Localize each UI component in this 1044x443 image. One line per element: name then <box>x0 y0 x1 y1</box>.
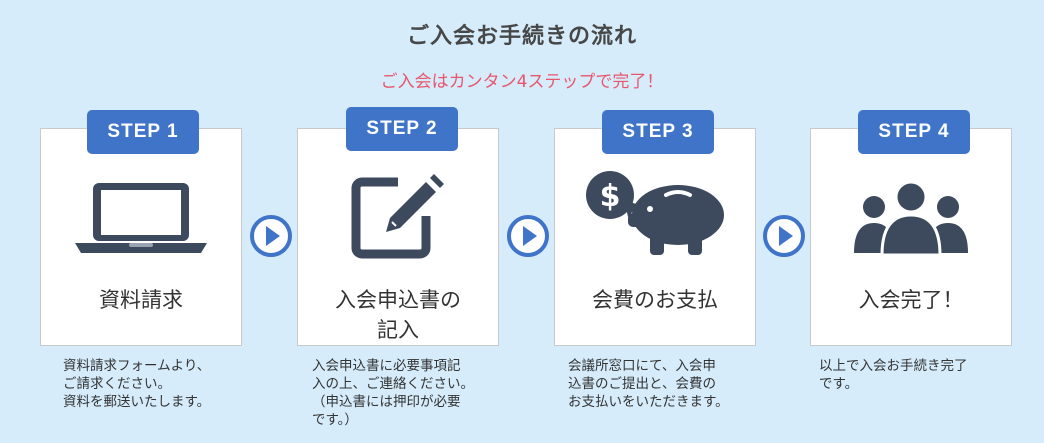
step-badge-2: STEP 2 <box>346 107 458 151</box>
desc-line: 以上で入会お手続き完了 <box>819 358 968 374</box>
desc-line: ご請求ください。 <box>63 376 171 392</box>
step-description-1: 資料請求フォームより、 ご請求ください。 資料を郵送いたします。 <box>63 357 210 411</box>
desc-line: 資料請求フォームより、 <box>63 358 211 374</box>
step-description-4: 以上で入会お手続き完了 です。 <box>819 357 968 393</box>
next-arrow-icon <box>507 215 549 257</box>
next-arrow-icon <box>763 215 805 257</box>
step-card-2: 入会申込書の 記入 <box>297 128 499 346</box>
step-description-3: 会議所窓口にて、入会申 込書のご提出と、会費の お支払いをいただきます。 <box>568 357 729 411</box>
step-card-3: $ 会費のお支払 <box>554 128 756 346</box>
step-description-2: 入会申込書に必要事項記 入の上、ご連絡ください。 （申込書には押印が必要 です。… <box>312 357 474 429</box>
desc-line: 入の上、ご連絡ください。 <box>312 376 474 392</box>
desc-line: 会議所窓口にて、入会申 <box>568 358 716 374</box>
step-label-4: 入会完了！ <box>858 288 964 312</box>
step-badge-3: STEP 3 <box>602 110 714 154</box>
desc-line: （申込書には押印が必要 <box>312 394 461 410</box>
page-title: ご入会お手続きの流れ <box>406 24 637 49</box>
desc-line: 込書のご提出と、会費の <box>568 376 716 392</box>
laptop-icon <box>41 169 241 265</box>
step-badge-4: STEP 4 <box>858 110 970 154</box>
page-subtitle: ご入会はカンタン4ステップで完了！ <box>380 72 664 92</box>
desc-line: 資料を郵送いたします。 <box>63 394 211 410</box>
step-label-3: 会費のお支払 <box>592 288 718 312</box>
step-card-1: 資料請求 <box>40 128 242 346</box>
desc-line: です。） <box>312 412 358 428</box>
step-label-1: 資料請求 <box>99 288 183 312</box>
desc-line: 入会申込書に必要事項記 <box>312 358 461 374</box>
step-label-2: 入会申込書の <box>335 288 461 312</box>
desc-line: お支払いをいただきます。 <box>568 394 729 410</box>
group-icon <box>811 169 1011 265</box>
step-label-2b: 記入 <box>377 318 419 342</box>
svg-text:$: $ <box>600 179 621 214</box>
desc-line: です。 <box>819 376 859 392</box>
piggy-bank-icon: $ <box>555 165 755 261</box>
next-arrow-icon <box>250 215 292 257</box>
step-badge-1: STEP 1 <box>87 110 199 154</box>
step-card-4: 入会完了！ <box>810 128 1012 346</box>
edit-form-icon <box>298 169 498 265</box>
